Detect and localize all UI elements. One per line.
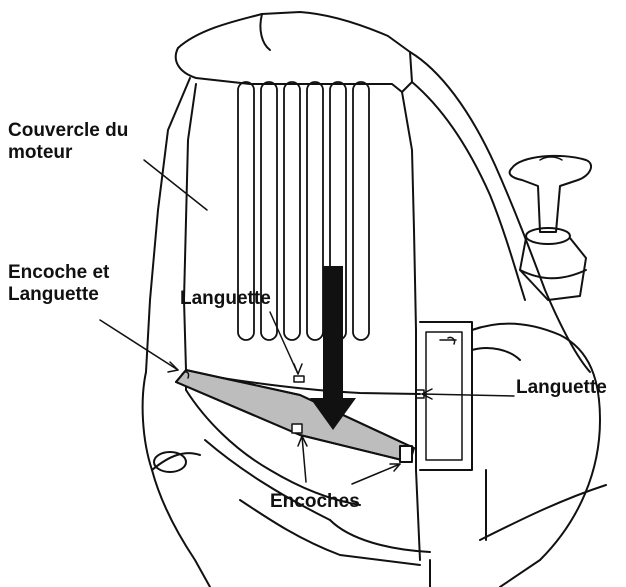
label-notch-and-tab-line1: Encoche et bbox=[8, 262, 110, 283]
engine-housing bbox=[141, 11, 591, 587]
label-engine-cover-line1: Couvercle du bbox=[8, 120, 129, 141]
label-notch-and-tab: Encoche et Languette bbox=[8, 262, 109, 306]
throttle-handle bbox=[508, 154, 593, 301]
label-tab-middle: Languette bbox=[180, 288, 271, 309]
label-notches: Encoches bbox=[270, 491, 360, 512]
label-engine-cover: Couvercle du moteur bbox=[8, 120, 128, 164]
tab-marks bbox=[293, 375, 425, 399]
down-arrow bbox=[310, 266, 356, 430]
leader-lines bbox=[99, 159, 515, 485]
label-tab-right: Languette bbox=[516, 377, 607, 398]
lower-panel-tray bbox=[175, 369, 415, 463]
lower-housing bbox=[151, 389, 431, 566]
label-engine-cover-line2: moteur bbox=[8, 142, 73, 163]
right-frame bbox=[415, 321, 607, 587]
label-notch-and-tab-line2: Languette bbox=[8, 284, 99, 305]
